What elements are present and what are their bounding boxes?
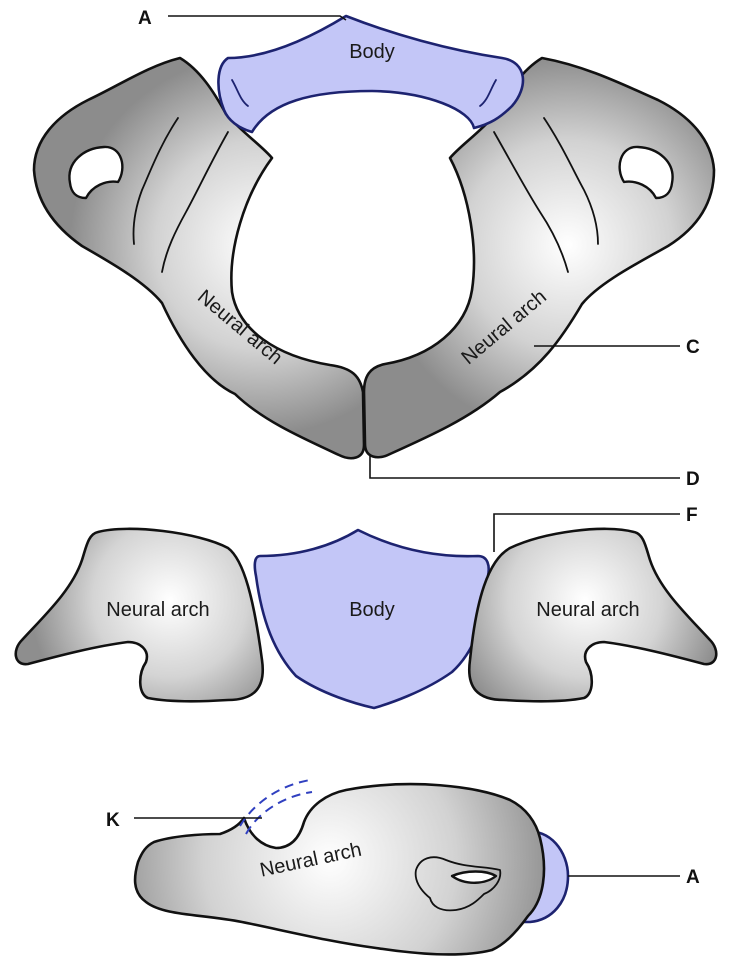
top-vertebra-view: Body Neural arch Neural arch A C D <box>34 8 714 490</box>
leader-line-d <box>370 456 680 478</box>
label-d: D <box>686 469 700 490</box>
bottom-notochord-dashed-outer <box>240 780 310 826</box>
top-body-shape <box>218 16 523 132</box>
bottom-neural-arch <box>135 784 544 954</box>
bottom-vertebra-view: Neural arch K A <box>106 780 700 954</box>
label-c: C <box>686 337 700 358</box>
middle-vertebra-view: Neural arch Body Neural arch F <box>16 505 717 708</box>
leader-line-a-top <box>168 16 346 20</box>
mid-left-neural-arch-label: Neural arch <box>106 599 209 621</box>
label-a-top: A <box>138 8 152 29</box>
label-a-bottom: A <box>686 867 700 888</box>
mid-body-label: Body <box>349 599 395 621</box>
top-left-neural-arch <box>34 58 364 458</box>
label-f: F <box>686 505 698 526</box>
mid-right-neural-arch-label: Neural arch <box>536 599 639 621</box>
top-body-label: Body <box>349 41 395 63</box>
label-k: K <box>106 810 120 831</box>
top-right-neural-arch <box>364 58 714 457</box>
